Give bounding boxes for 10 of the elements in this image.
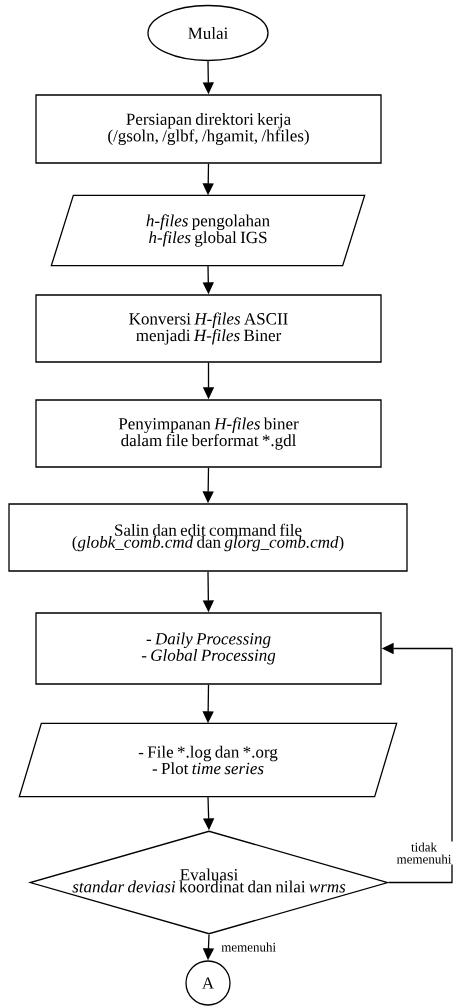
process-box: Konversi H-files ASCII menjadi H-files Biner xyxy=(35,294,382,363)
process-box: Penyimpanan H-files biner dalam file berformat *.gdl xyxy=(35,399,382,468)
start-oval: Mulai xyxy=(147,4,269,62)
data-parallelogram: - File *.log dan *.org - Plot time series xyxy=(18,722,398,798)
process-box: Salin dan edit command file (globk_comb.cmd dan glorg_comb.cmd) xyxy=(8,503,408,572)
process-box: Persiapan direktori kerja (/gsoln, /glbf, /hgamit, /hfiles) xyxy=(35,94,382,164)
process-box: - Daily Processing - Global Processing xyxy=(35,612,382,685)
data-parallelogram: h-files pengolahan h-files global IGS xyxy=(50,194,366,267)
edge-label: memenuhi xyxy=(221,942,276,952)
edge-label: tidak memenuhi xyxy=(396,842,452,864)
